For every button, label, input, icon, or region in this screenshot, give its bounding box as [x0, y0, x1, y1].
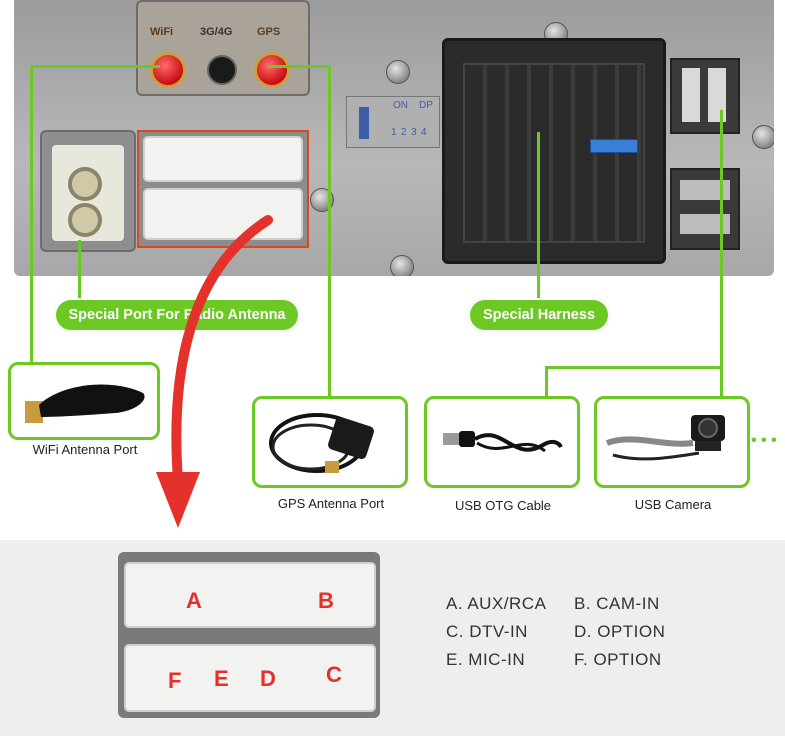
leader-line — [268, 65, 330, 68]
usb-camera-icon — [605, 415, 725, 461]
harness-callout: Special Harness — [468, 298, 610, 332]
socket-pins — [463, 63, 645, 243]
dip-number: 2 — [401, 127, 407, 138]
radio-port — [52, 145, 124, 241]
dip-switch: ON DP 1 2 3 4 — [346, 96, 440, 148]
dip-number: 3 — [411, 127, 417, 138]
usb-camera-caption: USB Camera — [634, 497, 712, 512]
legend-c: C. DTV-IN — [446, 622, 528, 641]
gps-antenna-box — [252, 396, 408, 488]
connector-bottom-plug — [124, 644, 376, 712]
main-harness-socket — [442, 38, 666, 264]
dip-on-label: ON — [393, 100, 408, 111]
radio-antenna-callout: Special Port For Radio Antenna — [54, 298, 300, 332]
leader-line — [720, 110, 723, 400]
wifi-label: WiFi — [150, 26, 174, 38]
usb-port-pair — [670, 58, 740, 134]
dip-number: 1 — [391, 127, 397, 138]
screw-icon — [752, 125, 774, 149]
legend-e: E. MIC-IN — [446, 650, 526, 669]
wifi-connector-icon — [150, 52, 186, 88]
screw-icon — [386, 60, 410, 84]
connector-letter-e: E — [214, 666, 229, 691]
legend-d: D. OPTION — [574, 622, 666, 641]
dip-number: 4 — [421, 127, 427, 138]
dip-dp-label: DP — [419, 100, 433, 111]
connector-letter-a: A — [186, 588, 202, 613]
leader-line — [328, 65, 331, 397]
wifi-antenna-icon — [25, 384, 145, 423]
dip-switch-body-icon — [359, 107, 369, 139]
usb-slot-icon — [708, 68, 726, 122]
leader-line — [545, 366, 548, 398]
connector-letter-b: B — [318, 588, 334, 613]
gps-label: GPS — [257, 26, 281, 38]
leader-line — [30, 65, 33, 365]
legend-b: B. CAM-IN — [574, 594, 660, 613]
head-unit-back-panel: WiFi 3G/4G GPS ON DP 1 2 3 4 — [14, 0, 774, 276]
blue-fuse-icon — [590, 139, 638, 153]
lower-plug — [143, 188, 303, 240]
gps-antenna-caption: GPS Antenna Port — [277, 496, 385, 511]
band-label: 3G/4G — [200, 26, 233, 38]
harness-connector-highlight — [137, 130, 309, 248]
gps-antenna-icon — [269, 413, 374, 473]
red-arrow-icon — [156, 215, 273, 528]
band-connector-icon — [207, 55, 237, 85]
gps-connector-icon — [254, 52, 290, 88]
wifi-antenna-box — [8, 362, 160, 440]
legend-f: F. OPTION — [574, 650, 662, 669]
radio-jack-icon — [68, 167, 102, 201]
leader-line — [545, 366, 723, 369]
usb-slot-icon — [682, 68, 700, 122]
leader-line — [30, 65, 160, 68]
upper-plug — [143, 136, 303, 182]
usb-cable-box — [424, 396, 580, 488]
usb-cable-icon — [443, 431, 563, 453]
connector-letter-c: C — [326, 662, 342, 687]
usb-cable-caption: USB OTG Cable — [454, 498, 552, 513]
connector-letter-d: D — [260, 666, 276, 691]
wifi-antenna-caption: WiFi Antenna Port — [32, 442, 138, 457]
screw-icon — [390, 255, 414, 276]
leader-line — [537, 132, 540, 300]
more-indicator: • • • — [751, 432, 777, 449]
radio-jack-icon — [68, 203, 102, 237]
connector-letter-f: F — [168, 668, 182, 693]
connector-detail-photo: A B F E D C — [118, 552, 380, 718]
leader-line — [78, 240, 81, 302]
connector-top-plug — [124, 562, 376, 628]
usb-camera-box — [594, 396, 750, 488]
usb-slot-icon — [680, 214, 730, 234]
usb-slot-icon — [680, 180, 730, 200]
legend-a: A. AUX/RCA — [446, 594, 547, 613]
usb-port-lower — [670, 168, 740, 250]
